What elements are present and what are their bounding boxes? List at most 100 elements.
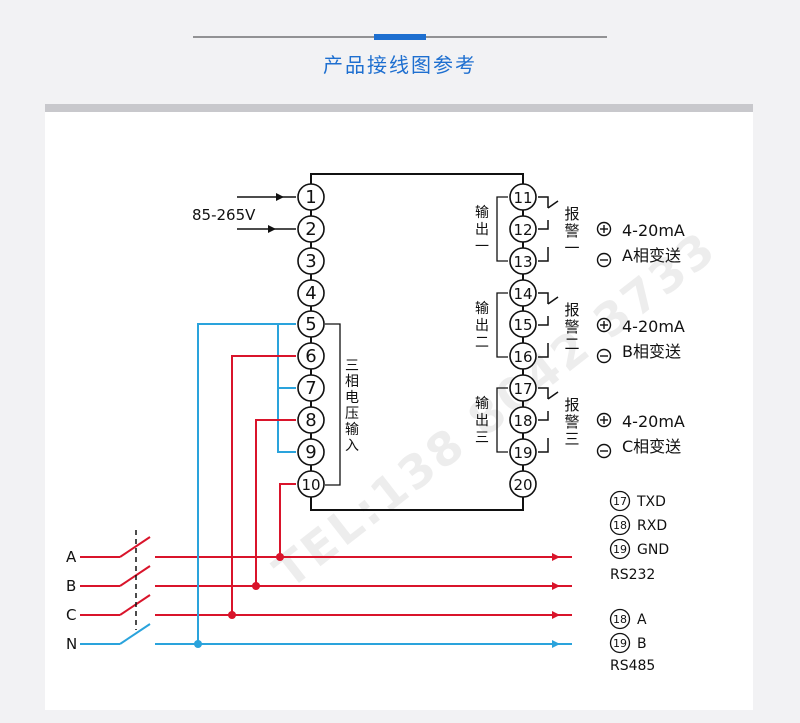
terminal-number: 7 [305, 378, 316, 399]
terminal-circle [297, 342, 325, 370]
comm-terminal-number: 19 [613, 637, 627, 650]
terminal-number: 19 [513, 444, 532, 462]
output-label-char: 出 [475, 222, 489, 238]
terminal-14: 14 [509, 279, 537, 307]
output-groups: 输出一报警一4-20mAA相变送输出二报警二4-20mAB相变送输出三报警三4-… [475, 196, 685, 459]
terminal-number: 3 [305, 251, 316, 272]
voltage-input-char: 相 [345, 374, 359, 390]
comm-signal-label: TXD [636, 494, 666, 510]
terminal-5: 5 [297, 310, 325, 338]
minus-icon [596, 252, 612, 268]
alarm-label-char: 二 [564, 335, 579, 353]
terminal-2: 2 [297, 215, 325, 243]
terminal-number: 15 [513, 316, 532, 334]
terminal-circle [297, 374, 325, 402]
terminal-number: 8 [305, 410, 316, 431]
plus-icon [596, 221, 612, 237]
terminal-11: 11 [509, 183, 537, 211]
terminal-number: 9 [305, 442, 316, 463]
comm-terminal-circle [609, 538, 631, 560]
junction-dot [228, 611, 236, 619]
output-range-label: 4-20mA [622, 412, 685, 431]
terminal-20: 20 [509, 470, 537, 498]
terminal-number: 13 [513, 253, 532, 271]
terminal-number: 11 [513, 189, 532, 207]
comm-terminal-circle [609, 608, 631, 630]
voltage-input-char: 三 [345, 358, 359, 374]
output-transmit-label: A相变送 [622, 246, 681, 265]
output-label-char: 二 [475, 335, 489, 351]
terminal-circle [509, 406, 537, 434]
phase-wiring [231, 355, 296, 615]
terminal-3: 3 [297, 247, 325, 275]
page-title: 产品接线图参考 [323, 53, 477, 77]
output-label-char: 一 [475, 239, 489, 255]
terminal-circle [509, 310, 537, 338]
neutral-wiring [197, 323, 296, 644]
minus-icon [596, 348, 612, 364]
terminal-19: 19 [509, 438, 537, 466]
terminal-circle [509, 374, 537, 402]
comm-signal-label: A [637, 612, 647, 628]
comm-signal-label: B [637, 636, 647, 652]
diagram-panel [45, 112, 753, 710]
phase-label-n: N [66, 635, 77, 653]
terminal-17: 17 [509, 374, 537, 402]
terminal-circle [297, 247, 325, 275]
terminal-number: 17 [513, 380, 532, 398]
phase-label-c: C [66, 606, 76, 624]
terminal-number: 1 [305, 187, 316, 208]
minus-icon [596, 443, 612, 459]
terminal-8: 8 [297, 406, 325, 434]
terminal-circle [297, 470, 325, 498]
terminal-circle [509, 279, 537, 307]
comm-terminal-circle [609, 490, 631, 512]
output-label-char: 输 [475, 205, 489, 221]
junction-dot [252, 582, 260, 590]
terminal-number: 10 [301, 476, 320, 494]
output-label-char: 出 [475, 318, 489, 334]
comm-terminal-number: 18 [613, 613, 627, 626]
terminal-circle [297, 438, 325, 466]
terminal-6: 6 [297, 342, 325, 370]
alarm-label-char: 报 [564, 396, 579, 414]
alarm-label-char: 警 [564, 318, 579, 336]
output-label-char: 输 [475, 301, 489, 317]
terminal-circle [297, 215, 325, 243]
output-range-label: 4-20mA [622, 221, 685, 240]
terminal-number: 2 [305, 219, 316, 240]
output-transmit-label: B相变送 [622, 342, 681, 361]
voltage-input-char: 输 [345, 422, 359, 438]
comm-terminal-number: 19 [613, 543, 627, 556]
terminal-circle [509, 470, 537, 498]
phase-lines [80, 530, 572, 648]
comm-terminal-number: 18 [613, 519, 627, 532]
terminal-circle [509, 247, 537, 275]
terminal-circle [297, 310, 325, 338]
comm-signal-label: RXD [637, 518, 667, 534]
terminal-12: 12 [509, 215, 537, 243]
terminal-circle [297, 406, 325, 434]
phase-labels: A B C N [66, 548, 77, 653]
terminal-13: 13 [509, 247, 537, 275]
terminal-number: 20 [513, 476, 532, 494]
power-voltage-label: 85-265V [192, 206, 256, 224]
terminal-10: 10 [297, 470, 325, 498]
terminal-circle [297, 183, 325, 211]
voltage-input-char: 压 [345, 406, 359, 422]
terminal-number: 6 [305, 346, 316, 367]
alarm-label-char: 警 [564, 413, 579, 431]
alarm-label-char: 警 [564, 222, 579, 240]
comm-terminal-number: 17 [613, 495, 627, 508]
output-label-char: 输 [475, 396, 489, 412]
terminal-15: 15 [509, 310, 537, 338]
device-body [310, 173, 524, 511]
terminal-1: 1 [297, 183, 325, 211]
